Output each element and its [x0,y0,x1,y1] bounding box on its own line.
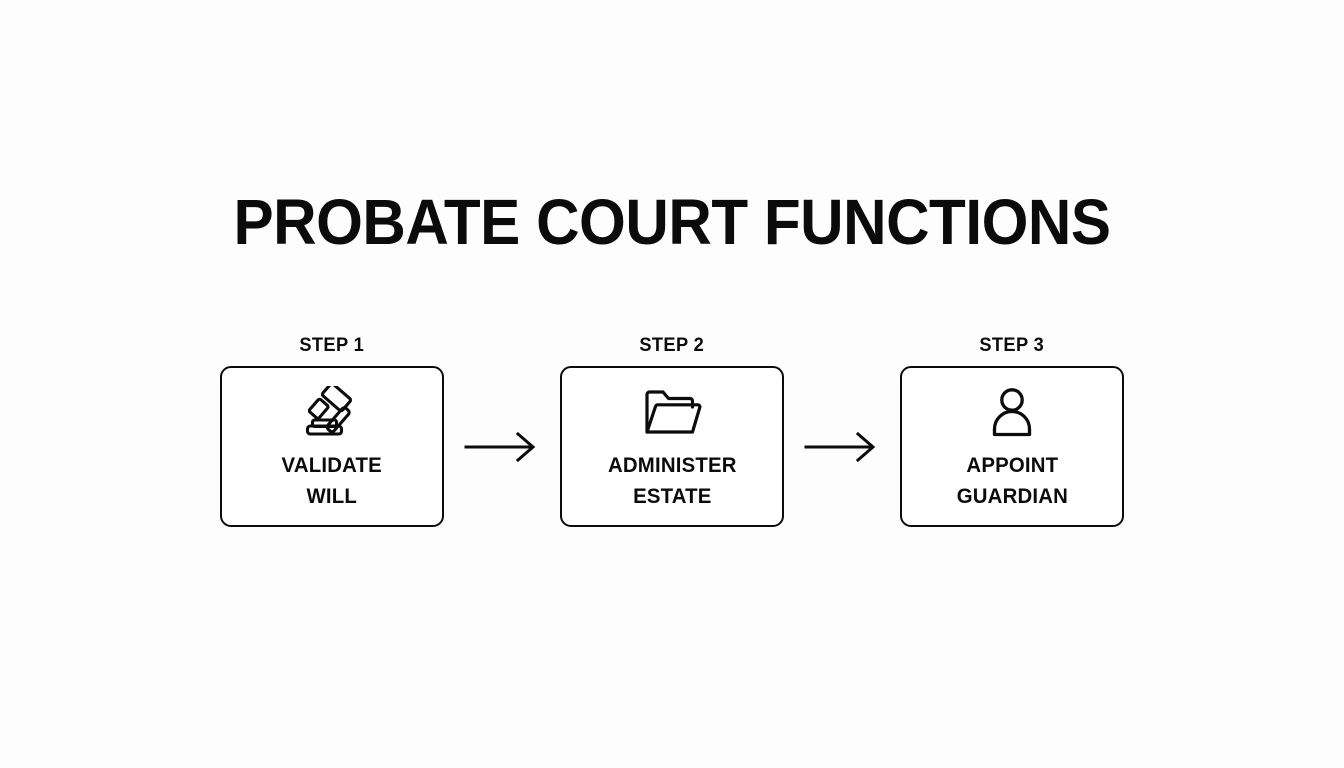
step-1-label: STEP 1 [299,335,365,356]
step-2-text: ADMINISTER ESTATE [607,454,737,508]
step-group-1: STEP 1 VALIDATE WILL [220,336,444,527]
arrow-step1-to-step2 [444,366,560,527]
step-2-box[interactable]: ADMINISTER ESTATE [560,366,784,527]
step-group-2: STEP 2 ADMINISTER ESTATE [560,336,784,527]
gavel-icon [298,384,366,442]
open-folder-icon [638,384,706,442]
step-3-text: APPOINT GUARDIAN [956,454,1068,508]
person-icon [978,384,1046,442]
arrow-step2-to-step3 [784,366,900,527]
page-title: PROBATE COURT FUNCTIONS [233,186,1111,258]
step-group-3: STEP 3 APPOINT GUARDIAN [900,336,1124,527]
step-1-text: VALIDATE WILL [281,454,383,508]
step-2-label: STEP 2 [639,335,705,356]
process-flow-diagram: STEP 1 VALIDATE WILL [0,336,1344,527]
step-3-label: STEP 3 [979,335,1045,356]
step-3-box[interactable]: APPOINT GUARDIAN [900,366,1124,527]
step-1-box[interactable]: VALIDATE WILL [220,366,444,527]
